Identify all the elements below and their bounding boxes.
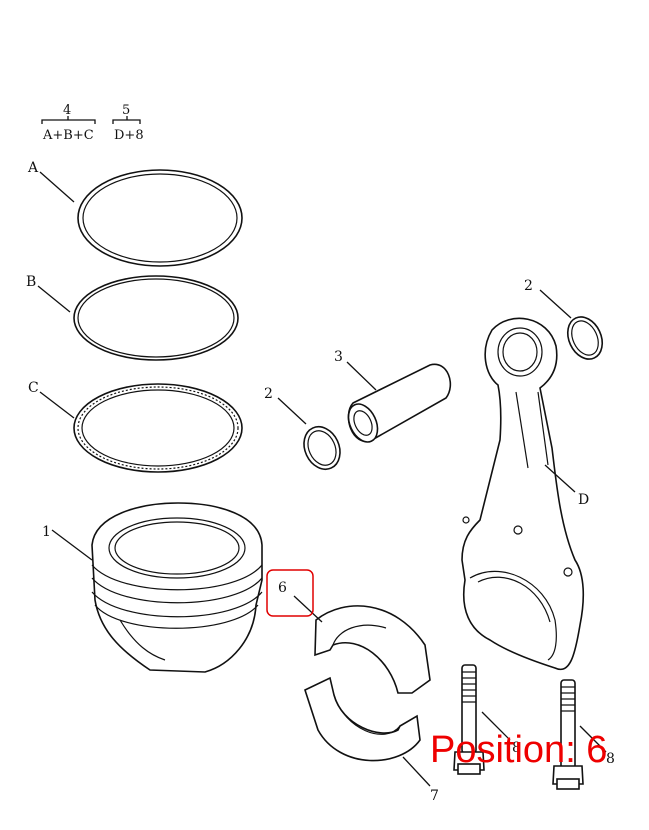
highlight-box-6 [266, 569, 314, 617]
rod-bolt-right: 8 [552, 679, 615, 790]
group-4-number: 4 [63, 103, 71, 118]
callout-c: C [28, 380, 39, 396]
bearing-shell-upper: 6 [266, 569, 431, 694]
callout-circlip-left: 2 [264, 386, 273, 402]
callout-bolt-left: 8 [512, 740, 521, 756]
callout-bearing-lower: 7 [430, 788, 439, 804]
circlip-right: 2 [524, 278, 604, 360]
group-4-contents: A+B+C [42, 128, 94, 143]
rod-bolt-left: 8 [453, 664, 521, 775]
piston-ring-a: A [27, 160, 243, 267]
callout-bolt-right: 8 [606, 751, 615, 767]
group-legend-4: 4 A+B+C [41, 103, 96, 143]
circlip-left: 2 [264, 386, 341, 470]
callout-circlip-right: 2 [524, 278, 533, 294]
callout-bearing-upper: 6 [278, 580, 287, 596]
bearing-shell-lower: 7 [304, 676, 439, 804]
piston-ring-c: C [28, 380, 243, 473]
callout-piston: 1 [42, 524, 51, 540]
connecting-rod: D [461, 317, 589, 671]
piston-ring-b: B [26, 274, 239, 361]
callout-b: B [26, 274, 36, 290]
group-5-number: 5 [122, 103, 130, 118]
piston-pin: 3 [334, 349, 452, 443]
position-label: Position: 6 [430, 729, 607, 771]
callout-connecting-rod: D [578, 492, 589, 508]
group-5-contents: D+8 [114, 128, 144, 143]
group-legend-5: 5 D+8 [112, 103, 144, 143]
callout-piston-pin: 3 [334, 349, 343, 365]
piston: 1 [42, 502, 263, 673]
callout-a: A [27, 160, 39, 176]
